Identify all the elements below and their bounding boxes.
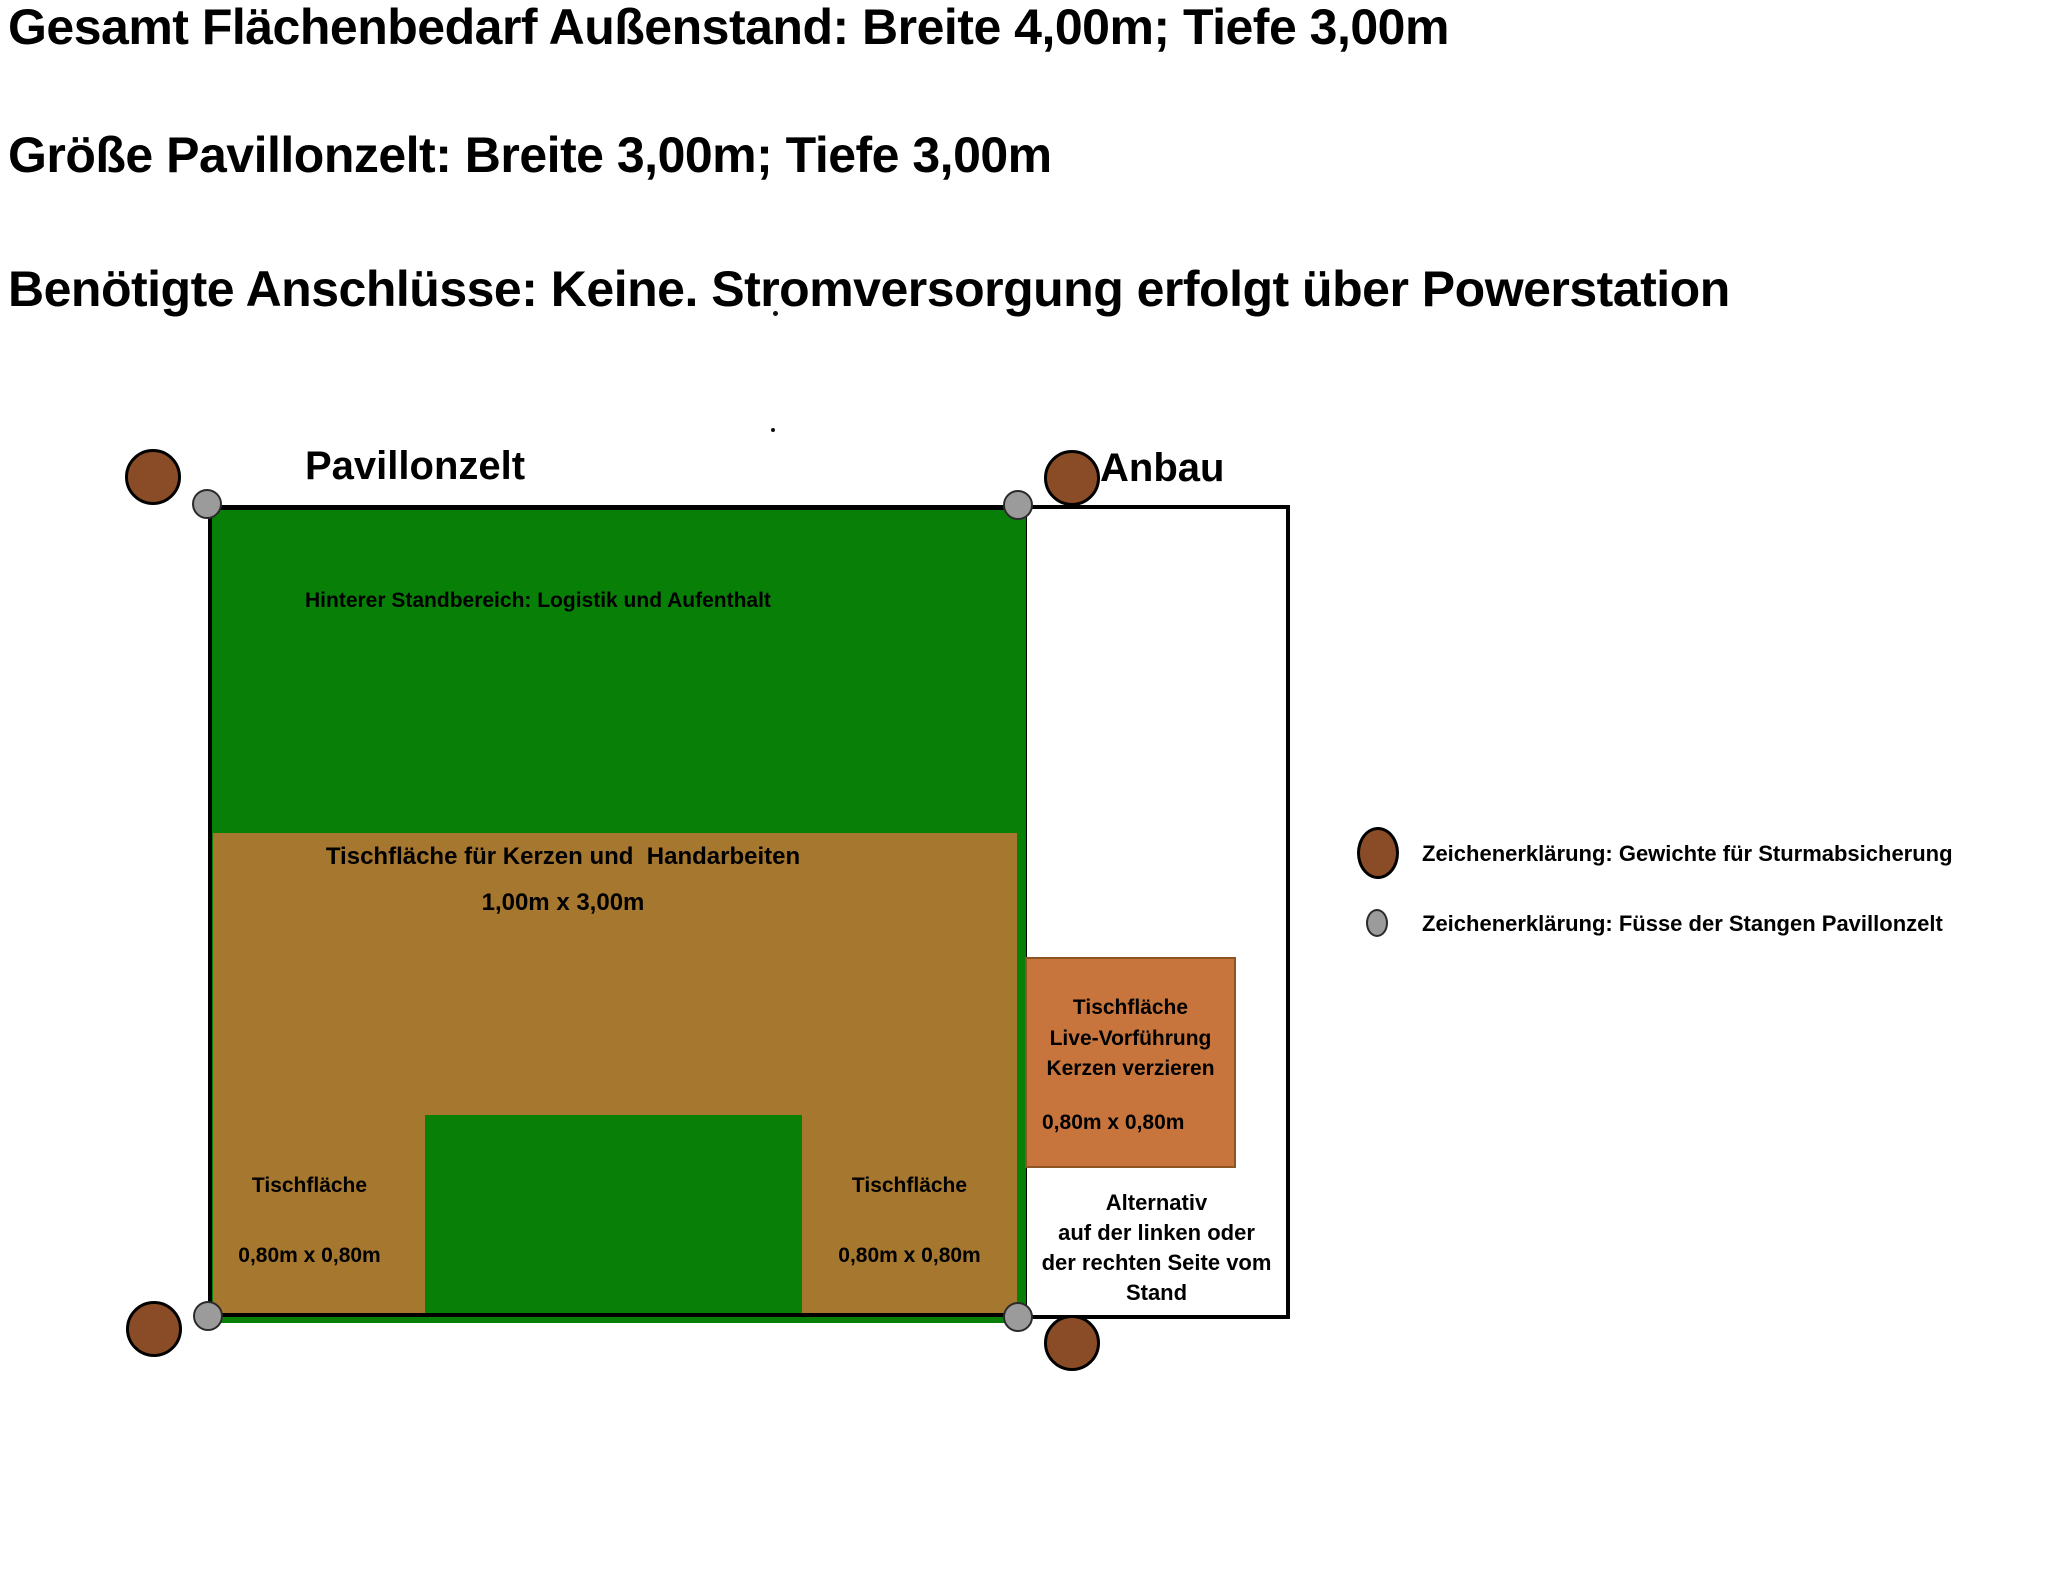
- demo-table-area: [1025, 957, 1236, 1168]
- main-table-dimensions: 1,00m x 3,00m: [481, 889, 645, 916]
- legend-foot-icon: [1366, 909, 1388, 937]
- weight-marker-bottom-left-icon: [126, 1301, 182, 1357]
- pole-foot-bottom-left-icon: [193, 1301, 223, 1331]
- demo-table-line1: Tischfläche: [1072, 996, 1189, 1019]
- header-line-connections: Benötigte Anschlüsse: Keine. Stromversor…: [8, 261, 1730, 317]
- right-table-dimensions: 0,80m x 0,80m: [838, 1244, 981, 1267]
- pole-foot-top-right-icon: [1003, 490, 1033, 520]
- main-table-title: Tischfläche für Kerzen und Handarbeiten: [325, 843, 801, 870]
- anbau-label: Anbau: [1100, 446, 1225, 490]
- inner-floor-cutout: [425, 1115, 802, 1313]
- legend-foot-label: Zeichenerklärung: Füsse der Stangen Pavi…: [1422, 911, 1943, 936]
- weight-marker-top-left-icon: [125, 449, 181, 505]
- right-table-title: Tischfläche: [851, 1174, 968, 1197]
- legend-weight-label: Zeichenerklärung: Gewichte für Sturmabsi…: [1422, 841, 1953, 866]
- header-line-total-area: Gesamt Flächenbedarf Außenstand: Breite …: [8, 0, 1449, 55]
- alternative-note-line3: der rechten Seite vom: [1041, 1250, 1272, 1275]
- pole-foot-top-left-icon: [192, 489, 222, 519]
- weight-marker-bottom-right-icon: [1044, 1315, 1100, 1371]
- back-area-label: Hinterer Standbereich: Logistik und Aufe…: [305, 589, 771, 612]
- left-table-title: Tischfläche: [251, 1174, 368, 1197]
- alternative-note-line1: Alternativ: [1105, 1190, 1208, 1215]
- weight-marker-top-right-icon: [1044, 450, 1100, 506]
- pavilion-tent-bottom-edge: [212, 1317, 1026, 1323]
- pavilion-label: Pavillonzelt: [305, 444, 526, 488]
- stray-dot-2: [771, 428, 775, 432]
- demo-table-dimensions: 0,80m x 0,80m: [1042, 1111, 1185, 1134]
- stray-dot-1: [773, 311, 778, 316]
- legend-weight-icon: [1357, 827, 1399, 879]
- demo-table-line2: Live-Vorführung: [1049, 1027, 1212, 1050]
- header-line-tent-size: Größe Pavillonzelt: Breite 3,00m; Tiefe …: [8, 127, 1052, 183]
- demo-table-line3: Kerzen verzieren: [1046, 1057, 1215, 1080]
- alternative-note-line4: Stand: [1125, 1280, 1188, 1305]
- alternative-note-line2: auf der linken oder: [1058, 1220, 1255, 1245]
- left-table-dimensions: 0,80m x 0,80m: [238, 1244, 381, 1267]
- pole-foot-bottom-right-icon: [1003, 1302, 1033, 1332]
